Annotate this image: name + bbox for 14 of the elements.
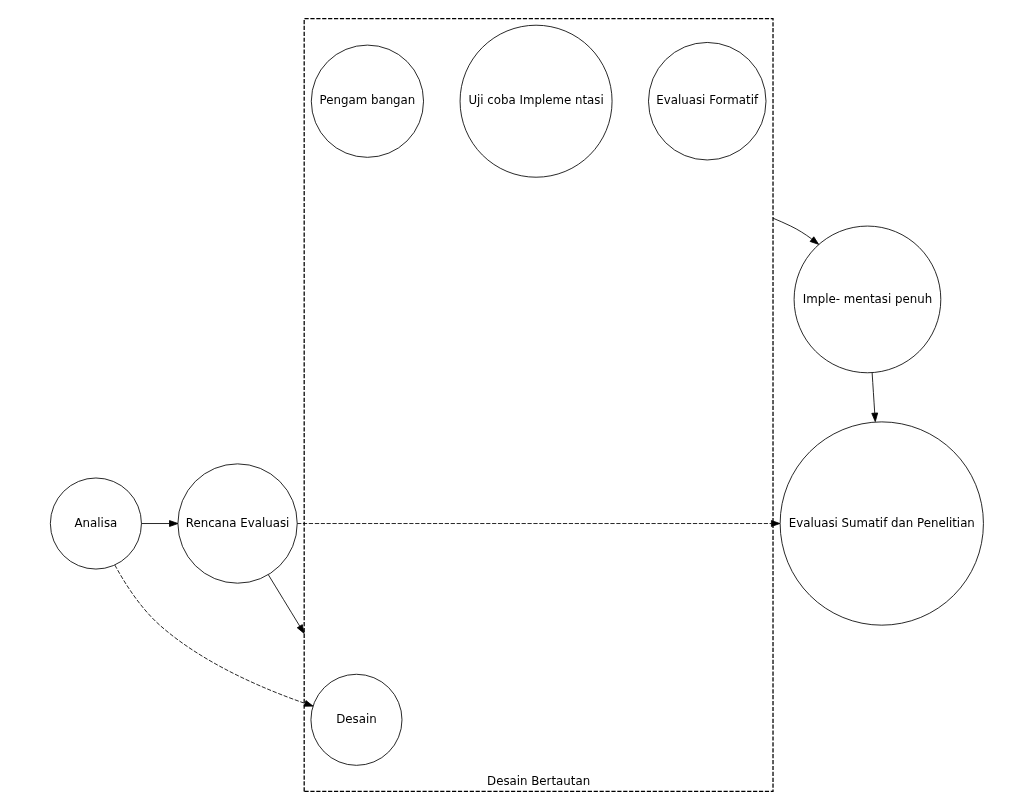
arrow (296, 520, 780, 527)
node-circle: Desain (310, 673, 402, 766)
arrow (140, 520, 178, 527)
node-circle: Evaluasi Sumatif dan Penelitian (779, 421, 984, 626)
arrow (267, 574, 305, 634)
arrow (870, 372, 878, 422)
node-circle: Pengam bangan (310, 44, 424, 158)
arrow (772, 217, 819, 245)
node-circle: Analisa (49, 477, 142, 570)
node-circle: Rencana Evaluasi (177, 463, 298, 584)
node-circle: Evaluasi Formatif (647, 42, 766, 161)
node-circle: Uji coba Impleme ntasi (459, 24, 612, 178)
arrow (113, 564, 313, 707)
node-circle: Imple- mentasi penuh (793, 225, 941, 374)
